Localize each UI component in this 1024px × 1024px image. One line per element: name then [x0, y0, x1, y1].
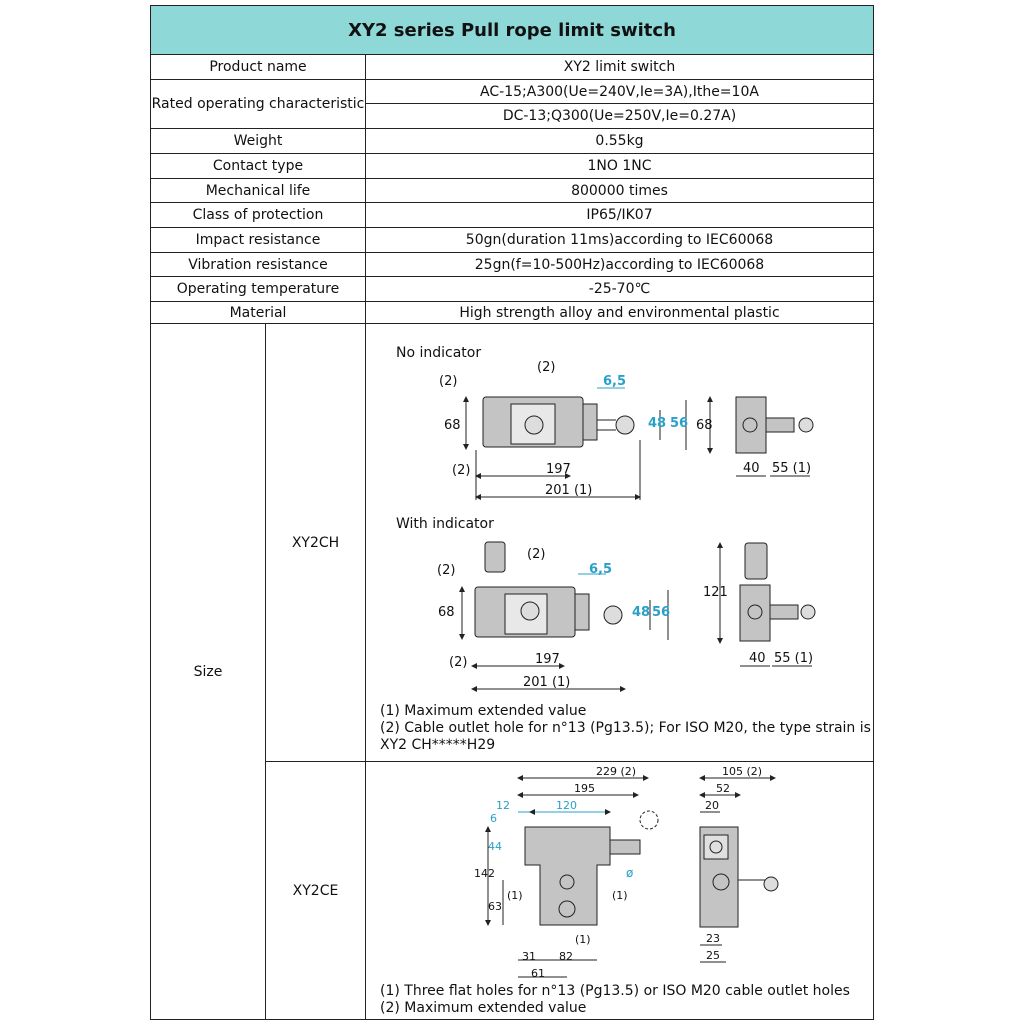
switch-indicator-front-view	[459, 541, 669, 692]
spec-label: Weight	[151, 129, 366, 153]
switch-indicator-side-view	[717, 542, 816, 667]
dim-label: (2)	[437, 563, 456, 578]
spec-row: Material High strength alloy and environ…	[151, 302, 873, 324]
dim-label: 48	[632, 605, 651, 620]
spec-label: Impact resistance	[151, 228, 366, 252]
dim-label: 195	[574, 782, 595, 795]
spec-value: 1NO 1NC	[587, 158, 652, 174]
spec-row: Class of protection IP65/IK07	[151, 203, 873, 228]
spec-value: XY2 limit switch	[563, 59, 676, 75]
spec-value: -25-70℃	[588, 281, 651, 297]
dim-label: (1)	[612, 889, 628, 902]
spec-label: Rated operating characteristic	[151, 80, 366, 128]
spec-value: 800000 times	[571, 182, 668, 199]
spec-label: Class of protection	[151, 203, 366, 227]
size-label: Size	[151, 324, 266, 1019]
spec-row: Operating temperature -25-70℃	[151, 277, 873, 302]
dim-label: 121	[703, 585, 728, 600]
dim-label: 120	[556, 799, 577, 812]
dim-label: (1)	[575, 933, 591, 946]
spec-row: Impact resistance 50gn(duration 11ms)acc…	[151, 228, 873, 253]
sheet-title: XY2 series Pull rope limit switch	[151, 6, 873, 55]
dim-label: 82	[559, 950, 573, 963]
dim-label: 201 (1)	[523, 675, 571, 690]
dim-label: (2)	[452, 463, 471, 478]
spec-value: 0.55kg	[595, 133, 644, 149]
dim-label: 229 (2)	[596, 765, 637, 778]
spec-label: Mechanical life	[151, 179, 366, 202]
spec-row: Weight 0.55kg	[151, 129, 873, 154]
model-label-xy2ch: XY2CH	[266, 324, 366, 762]
dim-label: 40	[743, 461, 760, 476]
dim-label: 142	[474, 867, 495, 880]
spec-value: DC-13;Q300(Ue=250V,Ie=0.27A)	[502, 108, 737, 124]
dim-label: 20	[705, 799, 719, 812]
model-label-xy2ce: XY2CE	[266, 762, 366, 1019]
dim-label: 197	[535, 652, 560, 667]
with-indicator-label: With indicator	[396, 516, 494, 532]
spec-label: Vibration resistance	[151, 253, 366, 276]
dim-label: 197	[546, 462, 571, 477]
dim-label: (1)	[507, 889, 523, 902]
dim-label: 55 (1)	[774, 651, 814, 666]
note: (2) Cable outlet hole for n°13 (Pg13.5);…	[380, 720, 871, 736]
spec-label: Product name	[151, 55, 366, 79]
switch-side-view	[707, 396, 814, 477]
dim-label: 6,5	[603, 374, 627, 389]
dim-label: (2)	[439, 374, 458, 389]
spec-value: AC-15;A300(Ue=240V,Ie=3A),Ithe=10A	[366, 80, 873, 104]
spec-value: High strength alloy and environmental pl…	[459, 304, 780, 321]
dim-label: 105 (2)	[722, 765, 763, 778]
spec-row: Rated operating characteristic AC-15;A30…	[151, 80, 873, 129]
dim-label: 63	[488, 900, 502, 913]
spec-row: Mechanical life 800000 times	[151, 179, 873, 203]
spec-sheet: XY2 series Pull rope limit switch Produc…	[150, 5, 874, 1020]
dim-label: 52	[716, 782, 730, 795]
dim-label: 55 (1)	[772, 461, 812, 476]
no-indicator-label: No indicator	[396, 345, 482, 361]
dim-label: 12	[496, 799, 510, 812]
spec-value: 50gn(duration 11ms)according to IEC60068	[465, 232, 774, 248]
dim-label: 44	[488, 840, 502, 853]
dim-label: 68	[444, 418, 461, 433]
dim-label: 68	[438, 605, 455, 620]
note: XY2 CH*****H29	[380, 737, 496, 753]
dim-label: ø	[626, 866, 634, 880]
xy2ce-front-view	[485, 775, 659, 978]
dim-label: 31	[522, 950, 536, 963]
dim-label: 56	[670, 416, 689, 431]
dim-label: 25	[706, 949, 720, 962]
note: (1) Three flat holes for n°13 (Pg13.5) o…	[380, 983, 850, 999]
dim-label: 6	[490, 812, 497, 825]
dim-label: 68	[696, 418, 713, 433]
dim-label: (2)	[527, 547, 546, 562]
spec-row: Vibration resistance 25gn(f=10-500Hz)acc…	[151, 253, 873, 277]
size-row: Size XY2CH XY2CE	[151, 324, 873, 1019]
dim-label: 48	[648, 416, 667, 431]
spec-label: Material	[151, 302, 366, 323]
spec-label: Contact type	[151, 154, 366, 178]
spec-label: Operating temperature	[151, 277, 366, 301]
switch-front-view	[463, 387, 687, 500]
section-divider	[366, 761, 873, 762]
dim-label: 201 (1)	[545, 483, 593, 498]
spec-row: Contact type 1NO 1NC	[151, 154, 873, 179]
dim-label: (2)	[537, 360, 556, 375]
spec-value: 25gn(f=10-500Hz)according to IEC60068	[474, 256, 765, 273]
dim-label: 61	[531, 967, 545, 980]
spec-row: Product name XY2 limit switch	[151, 55, 873, 80]
dim-label: 23	[706, 932, 720, 945]
dim-label: 56	[652, 605, 671, 620]
note: (1) Maximum extended value	[380, 703, 587, 719]
dim-label: 6,5	[589, 562, 613, 577]
xy2ce-side-view	[699, 775, 779, 963]
dim-label: (2)	[449, 655, 468, 670]
dim-label: 40	[749, 651, 766, 666]
note: (2) Maximum extended value	[380, 1000, 587, 1016]
spec-value: IP65/IK07	[586, 207, 653, 223]
